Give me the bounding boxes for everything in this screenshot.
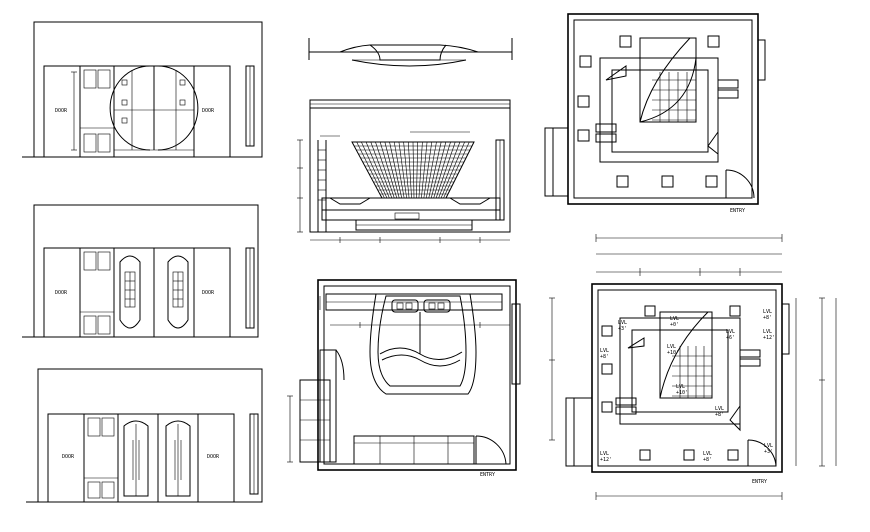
hatch-line bbox=[426, 141, 437, 199]
hatch-line bbox=[403, 141, 410, 199]
lvl-value: +10' bbox=[676, 390, 688, 396]
door-label-3a: DOOR bbox=[62, 454, 75, 460]
hatch-line bbox=[438, 141, 461, 199]
door-label-3b: DOOR bbox=[207, 454, 220, 460]
lvl-label: LVL bbox=[667, 344, 676, 350]
hatch-line bbox=[375, 141, 395, 199]
ceiling-grid-2 bbox=[672, 346, 713, 398]
lvl-value: +12' bbox=[600, 457, 612, 463]
hatch-line bbox=[412, 141, 415, 199]
lvl-value: +6' bbox=[726, 335, 735, 341]
hatch-line bbox=[428, 141, 442, 199]
entry-label-plan: ENTRY bbox=[480, 472, 495, 478]
floor-plan: ENTRY bbox=[287, 279, 521, 478]
lvl-label: LVL bbox=[600, 348, 609, 354]
hatch-line bbox=[389, 141, 402, 199]
lvl-label: LVL bbox=[618, 320, 627, 326]
entry-label-ceiling-1: ENTRY bbox=[730, 208, 745, 214]
hatch-line bbox=[416, 141, 418, 199]
entry-label-ceiling-2: ENTRY bbox=[752, 479, 767, 485]
lvl-value: +3' bbox=[618, 326, 627, 332]
lvl-label: LVL bbox=[715, 406, 724, 412]
hatch-line bbox=[361, 141, 388, 199]
lvl-label: LVL bbox=[726, 329, 735, 335]
lvl-value: +8' bbox=[763, 315, 772, 321]
hatch-line bbox=[418, 141, 423, 199]
lvl-value: +8' bbox=[600, 354, 609, 360]
lvl-value: +8' bbox=[703, 457, 712, 463]
hatch-line bbox=[370, 141, 393, 199]
hatch-line bbox=[430, 141, 447, 199]
elevation-2: DOOR DOOR bbox=[22, 204, 259, 338]
door-label-1b: DOOR bbox=[202, 108, 215, 114]
hatch-line bbox=[365, 141, 390, 199]
headboard-grid bbox=[354, 141, 472, 199]
lvl-value: +12' bbox=[763, 335, 775, 341]
lvl-label: LVL bbox=[763, 309, 772, 315]
hatch-line bbox=[435, 141, 456, 199]
door-label-2a: DOOR bbox=[55, 290, 68, 296]
lvl-value: +8' bbox=[715, 412, 724, 418]
ceiling-section-top bbox=[308, 38, 513, 67]
hatch-line bbox=[398, 141, 407, 199]
lvl-label: LVL bbox=[703, 451, 712, 457]
elevation-1: DOOR DOOR bbox=[22, 21, 263, 158]
hatch-line bbox=[393, 141, 405, 199]
hatch-line bbox=[423, 141, 433, 199]
hatch-line bbox=[379, 141, 398, 199]
bed-wall-elevation bbox=[297, 99, 511, 243]
lvl-label: LVL bbox=[763, 329, 772, 335]
ceiling-plan-1: ENTRY bbox=[544, 13, 766, 214]
door-label-1a: DOOR bbox=[55, 108, 68, 114]
lvl-value: +0' bbox=[670, 322, 679, 328]
hatch-line bbox=[443, 141, 470, 199]
elevation-3: DOOR DOOR bbox=[26, 368, 263, 503]
lvl-value: +10' bbox=[667, 350, 679, 356]
hatch-line bbox=[440, 141, 465, 199]
lvl-label: LVL bbox=[764, 443, 773, 449]
hatch-line bbox=[356, 141, 385, 199]
hatch-line bbox=[421, 141, 428, 199]
hatch-line bbox=[408, 141, 412, 199]
hatch-line bbox=[384, 141, 400, 199]
hatch-line bbox=[433, 141, 451, 199]
ceiling-grid-1 bbox=[652, 72, 697, 122]
lvl-label: LVL bbox=[600, 451, 609, 457]
door-label-2b: DOOR bbox=[202, 290, 215, 296]
lvl-label: LVL bbox=[670, 316, 679, 322]
lvl-label: LVL bbox=[676, 384, 685, 390]
ceiling-plan-2: ENTRY LVL +3' LVL +0' LVL +6' LVL +8' LV… bbox=[549, 234, 837, 500]
lvl-value: +3' bbox=[764, 449, 773, 455]
